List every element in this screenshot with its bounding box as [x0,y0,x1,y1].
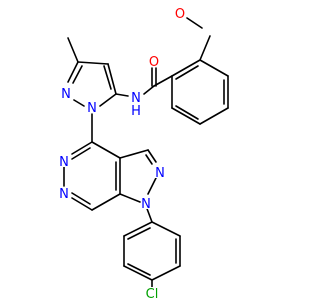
bond [199,107,229,125]
atom-label-background [131,91,141,103]
atom-label-n_pym1: N [59,155,69,170]
atom-label-background [155,166,165,178]
atom-label-n_pym2: N [59,187,69,202]
atom-label-n_pzb1: N [155,166,165,181]
bond [175,65,199,80]
bond [71,192,91,205]
bond [123,221,153,237]
atom-label-background [144,287,160,299]
bond [119,193,141,203]
bond [67,61,79,83]
atom-label-cl: Cl [146,287,159,300]
atom-label-nh: N [131,91,141,106]
bond [151,221,181,237]
atom-label-o: O [149,55,159,70]
bond [171,59,201,77]
bond [91,141,121,159]
bond [153,75,173,87]
atom-label-ome: O [175,7,185,22]
bond [175,105,199,120]
bond [171,107,201,125]
bond [91,193,121,211]
bond [186,17,203,29]
bond [199,59,229,77]
bond [115,93,129,97]
bond [147,149,157,163]
bond [147,177,157,195]
atom-label-background [59,187,69,199]
bond [151,265,181,281]
bond [72,65,83,84]
atom-label-background [59,155,69,167]
bond [71,147,91,160]
bond-lines [63,17,229,293]
bond [71,141,93,155]
atom-label-background [141,197,151,209]
bond [99,93,117,107]
bond [127,227,151,240]
atom-label-background [175,7,185,19]
atom-label-n_pz1: N [61,87,71,102]
bond [199,35,211,61]
atom-label-n_pzb2: N [141,197,151,212]
bond [123,265,153,281]
atom-label-background [149,55,159,67]
bond [77,61,109,65]
atom-label-n_pz2: N [87,101,97,116]
bond [127,263,151,276]
bond [107,63,117,95]
bond [143,85,155,95]
bond [145,154,153,165]
bond [119,149,149,159]
atom-label-background [61,87,71,99]
atom-label-hydrogen: H [131,104,141,119]
bond [67,37,79,63]
bond [73,99,85,107]
bond [71,197,93,211]
atom-label-background [87,101,97,113]
bond [103,65,112,90]
